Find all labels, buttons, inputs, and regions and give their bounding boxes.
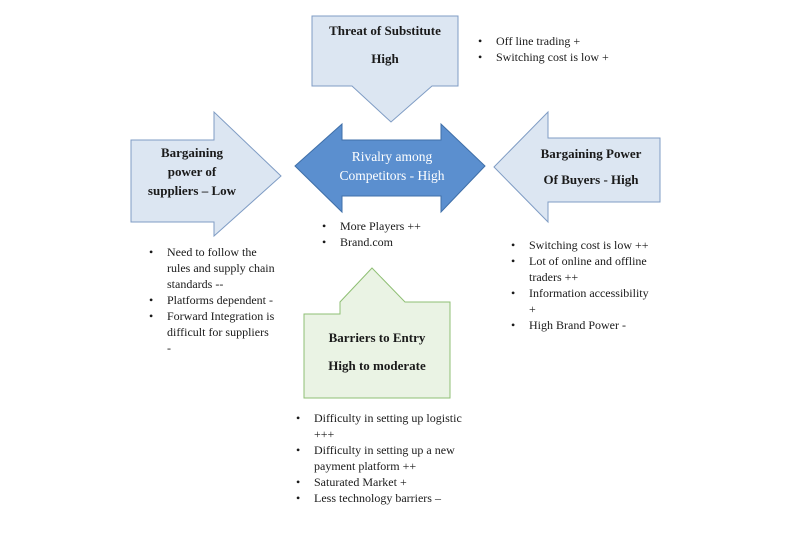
list-item: Difficulty in setting up logistic +++ bbox=[292, 410, 462, 442]
list-item: Platforms dependent - bbox=[145, 292, 275, 308]
suppliers-notes: Need to follow the rules and supply chai… bbox=[145, 244, 275, 356]
rivalry-notes: More Players ++ Brand.com bbox=[318, 218, 488, 250]
list-item: Forward Integration is difficult for sup… bbox=[145, 308, 275, 356]
barriers-title: Barriers to Entry bbox=[328, 330, 426, 345]
buyers-notes: Switching cost is low ++ Lot of online a… bbox=[507, 237, 655, 333]
list-item: Difficulty in setting up a new payment p… bbox=[292, 442, 462, 474]
suppliers-arrow bbox=[130, 110, 282, 238]
list-item: High Brand Power - bbox=[507, 317, 655, 333]
suppliers-line-2: power of bbox=[167, 164, 217, 179]
barriers-label: Barriers to Entry High to moderate bbox=[304, 328, 450, 376]
barriers-level: High to moderate bbox=[328, 358, 426, 373]
threat-label: Threat of Substitute High bbox=[312, 21, 458, 69]
rivalry-arrow bbox=[294, 122, 486, 214]
rivalry-label: Rivalry among Competitors - High bbox=[330, 147, 454, 185]
threat-title: Threat of Substitute bbox=[329, 23, 441, 38]
list-item: More Players ++ bbox=[318, 218, 488, 234]
rivalry-line-2: Competitors - High bbox=[339, 168, 445, 183]
suppliers-label: Bargaining power of suppliers – Low bbox=[140, 143, 244, 200]
buyers-line-1: Bargaining Power bbox=[540, 146, 642, 161]
list-item: Brand.com bbox=[318, 234, 488, 250]
suppliers-line-3: suppliers – Low bbox=[147, 183, 237, 198]
list-item: Saturated Market + bbox=[292, 474, 462, 490]
list-item: Need to follow the rules and supply chai… bbox=[145, 244, 275, 292]
list-item: Lot of online and offline traders ++ bbox=[507, 253, 655, 285]
rivalry-line-1: Rivalry among bbox=[351, 149, 433, 164]
threat-notes: Off line trading + Switching cost is low… bbox=[474, 33, 674, 65]
buyers-arrow bbox=[493, 110, 661, 224]
list-item: Information accessibility + bbox=[507, 285, 655, 317]
barriers-arrow bbox=[303, 267, 451, 399]
list-item: Off line trading + bbox=[474, 33, 674, 49]
list-item: Switching cost is low ++ bbox=[507, 237, 655, 253]
list-item: Less technology barriers – bbox=[292, 490, 462, 506]
threat-arrow bbox=[311, 15, 459, 123]
threat-level: High bbox=[371, 51, 399, 66]
buyers-label: Bargaining Power Of Buyers - High bbox=[526, 144, 656, 190]
list-item: Switching cost is low + bbox=[474, 49, 674, 65]
barriers-notes: Difficulty in setting up logistic +++ Di… bbox=[292, 410, 462, 506]
buyers-line-2: Of Buyers - High bbox=[543, 172, 639, 187]
suppliers-line-1: Bargaining bbox=[160, 145, 224, 160]
